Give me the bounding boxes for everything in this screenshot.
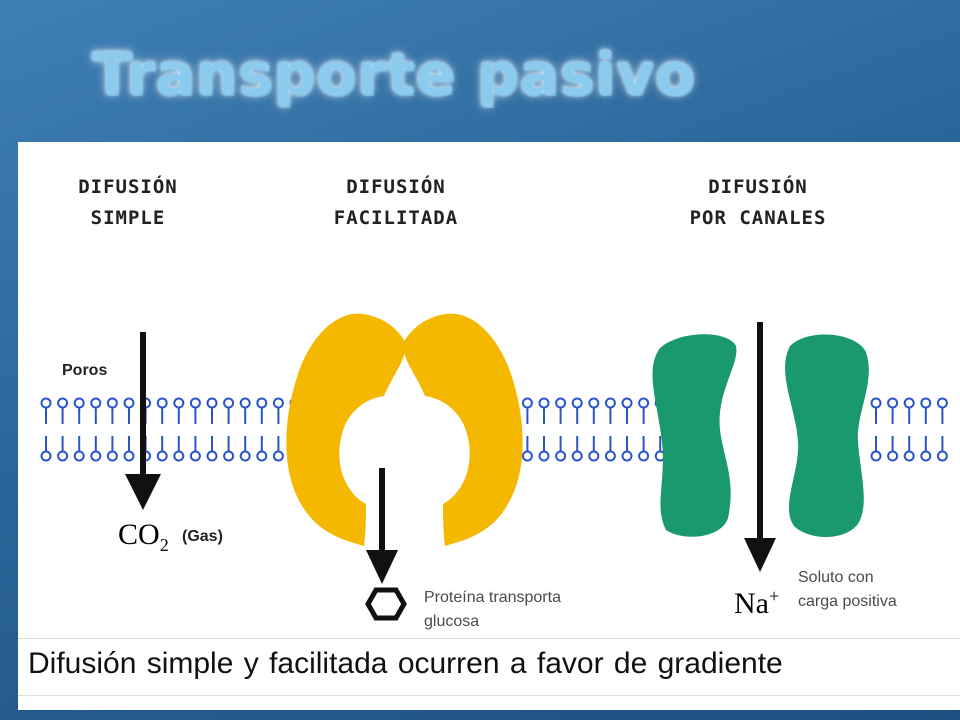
phospholipid (903, 397, 915, 462)
phospholipid (588, 397, 600, 462)
phospholipid (604, 397, 616, 462)
glucose-protein-label-line1: Proteína transporta (424, 589, 561, 606)
phospholipid (173, 397, 185, 462)
heading-channel-line2: POR CANALES (689, 207, 827, 229)
heading-channel-line1: DIFUSIÓN (708, 176, 808, 198)
solute-label-line2: carga positiva (798, 593, 897, 610)
arrow-co2 (125, 332, 161, 510)
phospholipid (239, 397, 251, 462)
sodium-formula: Na+ (734, 586, 779, 621)
solute-label: Soluto con carga positiva (798, 566, 897, 614)
phospholipid (189, 397, 201, 462)
phospholipid (73, 397, 85, 462)
heading-simple-line1: DIFUSIÓN (78, 176, 178, 198)
diagram-panel: DIFUSIÓN SIMPLE DIFUSIÓN FACILITADA DIFU… (18, 142, 960, 710)
heading-facilitated-diffusion: DIFUSIÓN FACILITADA (286, 172, 506, 234)
co2-symbol: CO (118, 518, 160, 551)
sodium-symbol: Na (734, 587, 769, 620)
co2-subscript: 2 (159, 535, 169, 555)
heading-simple-line2: SIMPLE (90, 207, 166, 229)
phospholipid (521, 397, 533, 462)
phospholipid (571, 397, 583, 462)
sodium-charge: + (768, 586, 780, 606)
phospholipid (621, 397, 633, 462)
phospholipid (272, 397, 284, 462)
phospholipid (887, 397, 899, 462)
phospholipid (870, 397, 882, 462)
phospholipid (555, 397, 567, 462)
glucose-protein-label-line2: glucosa (424, 613, 480, 630)
phospholipid (538, 397, 550, 462)
phospholipid (223, 397, 235, 462)
phospholipid (40, 397, 52, 462)
phospholipid (106, 397, 118, 462)
arrow-glucose (366, 468, 398, 584)
phospholipid (156, 397, 168, 462)
phospholipid (936, 397, 948, 462)
channel-protein-left (652, 334, 737, 537)
phospholipid (920, 397, 932, 462)
phospholipid (256, 397, 268, 462)
carrier-protein-left-half (286, 313, 406, 546)
caption-text: Difusión simple y facilitada ocurren a f… (28, 647, 783, 680)
channel-protein-right (785, 334, 869, 537)
slide-title: Transporte pasivo (92, 40, 696, 108)
membrane-diagram (40, 313, 948, 621)
carrier-protein-right-half (403, 313, 523, 546)
glucose-protein-label: Proteína transporta glucosa (424, 586, 561, 634)
heading-facilitated-line2: FACILITADA (333, 207, 459, 229)
gas-label: (Gas) (182, 528, 223, 545)
heading-simple-diffusion: DIFUSIÓN SIMPLE (28, 172, 228, 234)
phospholipid (90, 397, 102, 462)
glucose-molecule (365, 587, 407, 621)
phospholipid (57, 397, 69, 462)
pores-label: Poros (62, 362, 108, 379)
heading-facilitated-line1: DIFUSIÓN (346, 176, 446, 198)
solute-label-line1: Soluto con (798, 569, 874, 586)
phospholipid (638, 397, 650, 462)
arrow-sodium (744, 322, 776, 572)
heading-channel-diffusion: DIFUSIÓN POR CANALES (638, 172, 878, 234)
phospholipid (123, 397, 135, 462)
phospholipid (206, 397, 218, 462)
caption-bar: Difusión simple y facilitada ocurren a f… (18, 638, 960, 696)
co2-formula: CO2 (118, 518, 169, 556)
